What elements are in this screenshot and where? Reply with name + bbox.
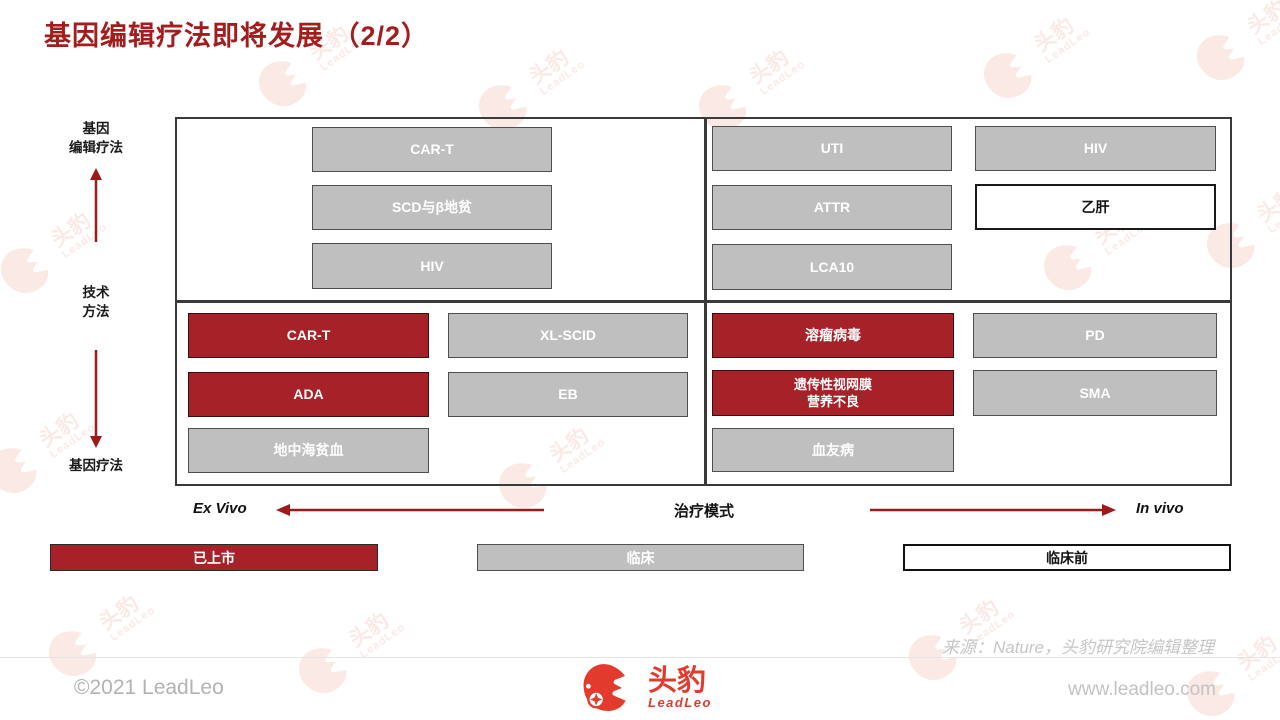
therapy-box: ATTR [712,185,952,230]
therapy-box: CAR-T [188,313,429,358]
leopard-head-icon [258,61,307,106]
grid-horizontal-divider [177,300,1230,303]
therapy-box: 溶瘤病毒 [712,313,954,358]
y-axis-bottom-label: 基因疗法 [69,458,123,473]
therapy-box: LCA10 [712,244,952,290]
x-axis-left-label: Ex Vivo [193,500,247,517]
therapy-box: PD [973,313,1217,358]
leopard-head-icon [298,648,347,693]
y-axis-mid-label: 技术 方法 [82,285,110,319]
therapy-box: SMA [973,370,1217,416]
therapy-box: 地中海贫血 [188,428,429,473]
therapy-box: 乙肝 [975,184,1216,230]
quadrant-grid [175,117,1232,486]
therapy-box: UTI [712,126,952,171]
y-axis-top-label: 基因 编辑疗法 [69,121,123,155]
leopard-head-icon [583,664,626,712]
left-arrow-icon [276,504,544,516]
copyright-text: ©2021 LeadLeo [74,676,224,699]
therapy-box: XL-SCID [448,313,688,358]
x-axis-center-label: 治疗模式 [673,503,734,520]
leopard-head-icon [1196,35,1245,80]
up-arrow-icon [90,168,102,242]
source-note: 来源：Nature，头豹研究院编辑整理 [941,638,1214,657]
therapy-box: SCD与β地贫 [312,185,552,230]
therapy-box: 遗传性视网膜 营养不良 [712,370,954,416]
footer-divider [0,657,1280,658]
logo-en-text: LeadLeo [648,695,712,710]
logo-cn-text: 头豹 [648,665,707,697]
therapy-box: HIV [312,243,552,289]
page-title: 基因编辑疗法即将发展 （2/2） [44,21,430,51]
down-arrow-icon [90,350,102,448]
therapy-box: EB [448,372,688,417]
therapy-box: CAR-T [312,127,552,172]
legend-clinical: 临床 [477,544,804,571]
legend-preclinical: 临床前 [903,544,1231,571]
legend-marketed: 已上市 [50,544,378,571]
therapy-box: 血友病 [712,428,954,472]
x-axis-right-label: In vivo [1136,500,1184,517]
right-arrow-icon [870,504,1116,516]
therapy-box: HIV [975,126,1216,171]
therapy-box: ADA [188,372,429,417]
website-text: www.leadleo.com [1068,679,1216,700]
leopard-head-icon [983,53,1032,98]
leadleo-logo: 头豹 LeadLeo [580,661,712,715]
